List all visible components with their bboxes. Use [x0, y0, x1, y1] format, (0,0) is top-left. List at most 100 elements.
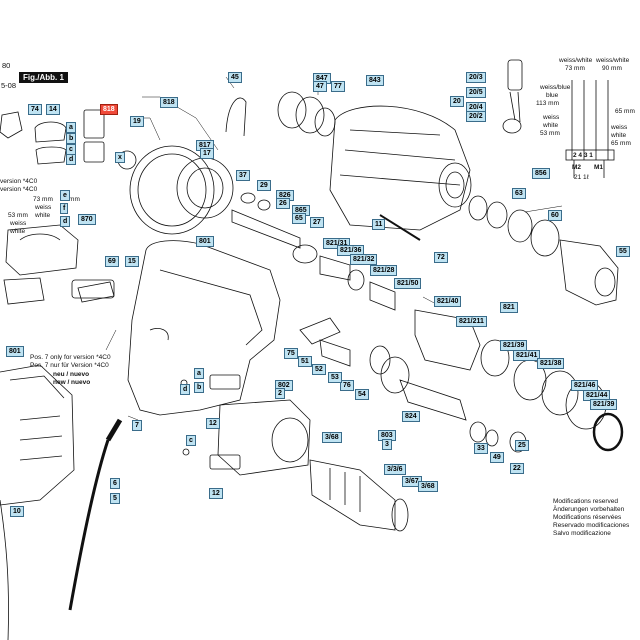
part-callout-11[interactable]: 11 — [372, 219, 386, 230]
part-callout-74[interactable]: 74 — [28, 104, 42, 115]
part-callout-821-32[interactable]: 821/32 — [350, 254, 378, 265]
part-callout-17[interactable]: 17 — [200, 148, 214, 159]
part-callout-5[interactable]: 5 — [110, 493, 120, 504]
part-callout-69[interactable]: 69 — [105, 256, 119, 267]
pos7-note-line3: neu / nuevo — [53, 371, 90, 378]
part-callout-12[interactable]: 12 — [206, 418, 220, 429]
part-callout-20-2[interactable]: 20/2 — [466, 111, 486, 122]
wire-white-b: white — [10, 228, 26, 235]
part-callout-10[interactable]: 10 — [10, 506, 24, 517]
part-callout-2[interactable]: 2 — [275, 388, 285, 399]
part-callout-53[interactable]: 53 — [328, 372, 342, 383]
rwire-53mm: 53 mm — [540, 130, 560, 137]
part-callout-818b[interactable]: 818 — [160, 97, 178, 108]
part-callout-54[interactable]: 54 — [355, 389, 369, 400]
part-callout-e[interactable]: e — [60, 190, 70, 201]
part-callout-821-211[interactable]: 821/211 — [456, 316, 487, 327]
part-callout-75[interactable]: 75 — [284, 348, 298, 359]
drawing-date: 5-08 — [1, 81, 17, 90]
part-callout-3-68[interactable]: 3/68 — [322, 432, 342, 443]
part-callout-821-28[interactable]: 821/28 — [370, 265, 398, 276]
wire-weiss: weiss — [35, 204, 52, 211]
part-callout-47[interactable]: 47 — [313, 81, 327, 92]
part-callout-821[interactable]: 821 — [500, 302, 518, 313]
rwire-m2: M2 — [572, 164, 582, 171]
pos7-note-line1: Pos. 7 only for version *4C0 — [30, 354, 111, 361]
part-callout-22[interactable]: 22 — [510, 463, 524, 474]
part-callout-12b[interactable]: 12 — [209, 488, 223, 499]
part-callout-d2[interactable]: d — [60, 216, 71, 227]
part-callout-818[interactable]: 818 — [100, 104, 118, 115]
part-callout-821-38[interactable]: 821/38 — [537, 358, 565, 369]
part-callout-f[interactable]: f — [60, 203, 69, 214]
modifications-line3: Modifications réservées — [553, 514, 622, 521]
part-callout-843[interactable]: 843 — [366, 75, 384, 86]
part-callout-3-68b[interactable]: 3/68 — [418, 481, 438, 492]
part-callout-870[interactable]: 870 — [78, 214, 96, 225]
part-callout-856[interactable]: 856 — [532, 168, 550, 179]
part-callout-7[interactable]: 7 — [132, 420, 142, 431]
rwire-bottom: 21 1ℓ — [574, 174, 589, 181]
part-callout-a[interactable]: a — [66, 122, 76, 133]
rwire-65mm-b: 65 mm — [611, 140, 631, 147]
part-callout-25[interactable]: 25 — [515, 440, 529, 451]
part-callout-3-3-6[interactable]: 3/3/6 — [384, 464, 406, 475]
part-callout-51[interactable]: 51 — [298, 356, 312, 367]
part-callout-60[interactable]: 60 — [548, 210, 562, 221]
wire-53mm-b: 53 mm — [8, 212, 28, 219]
part-callout-76[interactable]: 76 — [340, 380, 354, 391]
part-callout-33[interactable]: 33 — [474, 443, 488, 454]
part-callout-26[interactable]: 26 — [276, 198, 290, 209]
part-callout-45[interactable]: 45 — [228, 72, 242, 83]
part-callout-19[interactable]: 19 — [130, 116, 144, 127]
part-callout-49[interactable]: 49 — [490, 452, 504, 463]
modifications-line4: Reservado modificaciones — [553, 522, 630, 529]
wire-73mm: 73 mm — [33, 196, 53, 203]
part-callout-821-41[interactable]: 821/41 — [513, 350, 541, 361]
part-callout-d[interactable]: d — [66, 154, 77, 165]
figure-label: Fig./Abb. 1 — [19, 72, 68, 83]
part-callout-52[interactable]: 52 — [312, 364, 326, 375]
modifications-line2: Änderungen vorbehalten — [553, 506, 625, 513]
part-callout-20-5[interactable]: 20/5 — [466, 87, 486, 98]
wire-53mm: 53 mm — [60, 196, 80, 203]
part-callout-55[interactable]: 55 — [616, 246, 630, 257]
part-callout-14[interactable]: 14 — [46, 104, 60, 115]
part-callout-15[interactable]: 15 — [125, 256, 139, 267]
rwire-white-3: white — [543, 122, 559, 129]
part-callout-b2[interactable]: b — [194, 382, 205, 393]
rwire-weiss-4: weiss — [611, 124, 628, 131]
part-callout-72[interactable]: 72 — [434, 252, 448, 263]
part-callout-c2[interactable]: c — [186, 435, 196, 446]
rwire-weiss-blue: weiss/blue — [540, 84, 571, 91]
part-callout-27[interactable]: 27 — [310, 217, 324, 228]
wire-weiss-b: weiss — [10, 220, 27, 227]
part-callout-b[interactable]: b — [66, 133, 77, 144]
part-callout-d3[interactable]: d — [180, 384, 191, 395]
rwire-73mm: 73 mm — [565, 65, 585, 72]
version-note-line2: version *4C0 — [0, 186, 38, 193]
part-callout-821-40[interactable]: 821/40 — [434, 296, 462, 307]
part-callout-29[interactable]: 29 — [257, 180, 271, 191]
part-callout-77[interactable]: 77 — [331, 81, 345, 92]
part-callout-801[interactable]: 801 — [196, 236, 214, 247]
part-callout-3[interactable]: 3 — [382, 439, 392, 450]
part-callout-801b[interactable]: 801 — [6, 346, 24, 357]
part-callout-821-39b[interactable]: 821/39 — [590, 399, 618, 410]
part-callout-x[interactable]: x — [115, 152, 125, 163]
part-callout-824[interactable]: 824 — [402, 411, 420, 422]
part-callout-20[interactable]: 20 — [450, 96, 464, 107]
rwire-m1: M1 — [594, 164, 604, 171]
part-callout-821-31[interactable]: 821/31 — [323, 238, 351, 249]
part-callout-63[interactable]: 63 — [512, 188, 526, 199]
part-callout-20-3[interactable]: 20/3 — [466, 72, 486, 83]
part-callout-a2[interactable]: a — [194, 368, 204, 379]
rwire-blue: blue — [546, 92, 559, 99]
part-callout-821-50[interactable]: 821/50 — [394, 278, 422, 289]
rwire-terminals: 2 4 3 1 — [573, 152, 593, 159]
part-callout-65[interactable]: 65 — [292, 213, 306, 224]
part-callout-37[interactable]: 37 — [236, 170, 250, 181]
part-callout-6[interactable]: 6 — [110, 478, 120, 489]
